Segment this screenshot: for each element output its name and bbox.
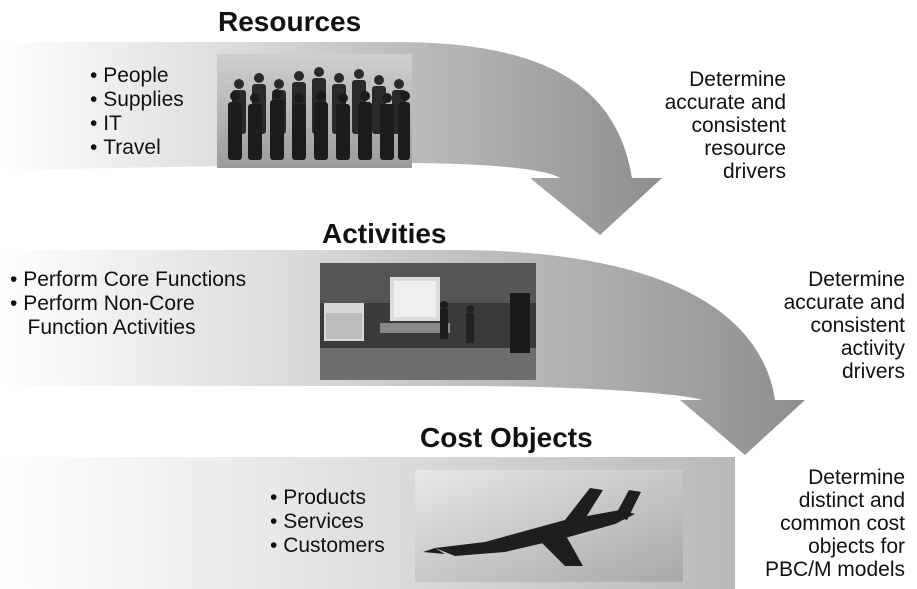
activities-bullet-list: Perform Core Functions Perform Non-Core …	[10, 268, 246, 340]
group-of-executives-photo	[217, 54, 412, 168]
cost-objects-bullet-list: Products Services Customers	[270, 486, 385, 558]
bullet-continuation: Function Activities	[27, 316, 196, 339]
cost-objects-heading: Cost Objects	[420, 422, 593, 453]
bullet-item: People	[90, 64, 184, 88]
bullet-item: Products	[270, 486, 385, 510]
bullet-item: Services	[270, 510, 385, 534]
fighter-jet-photo	[415, 470, 683, 582]
resources-bullet-list: People Supplies IT Travel	[90, 64, 184, 160]
resources-heading: Resources	[218, 6, 362, 37]
cost-object-drivers-text: Determine distinct and common cost objec…	[764, 466, 905, 581]
bullet-item: Travel	[90, 136, 184, 160]
resource-drivers-text: Determine accurate and consistent resour…	[664, 68, 786, 183]
bullet-item: IT	[90, 112, 184, 136]
bullet-item: Supplies	[90, 88, 184, 112]
bullet-item: Customers	[270, 534, 385, 558]
activity-drivers-text: Determine accurate and consistent activi…	[783, 268, 905, 383]
bullet-item: Perform Core Functions	[10, 268, 246, 292]
activities-heading: Activities	[322, 218, 447, 249]
bullet-item: Perform Non-Core	[10, 292, 246, 316]
cargo-handling-photo	[320, 263, 536, 380]
